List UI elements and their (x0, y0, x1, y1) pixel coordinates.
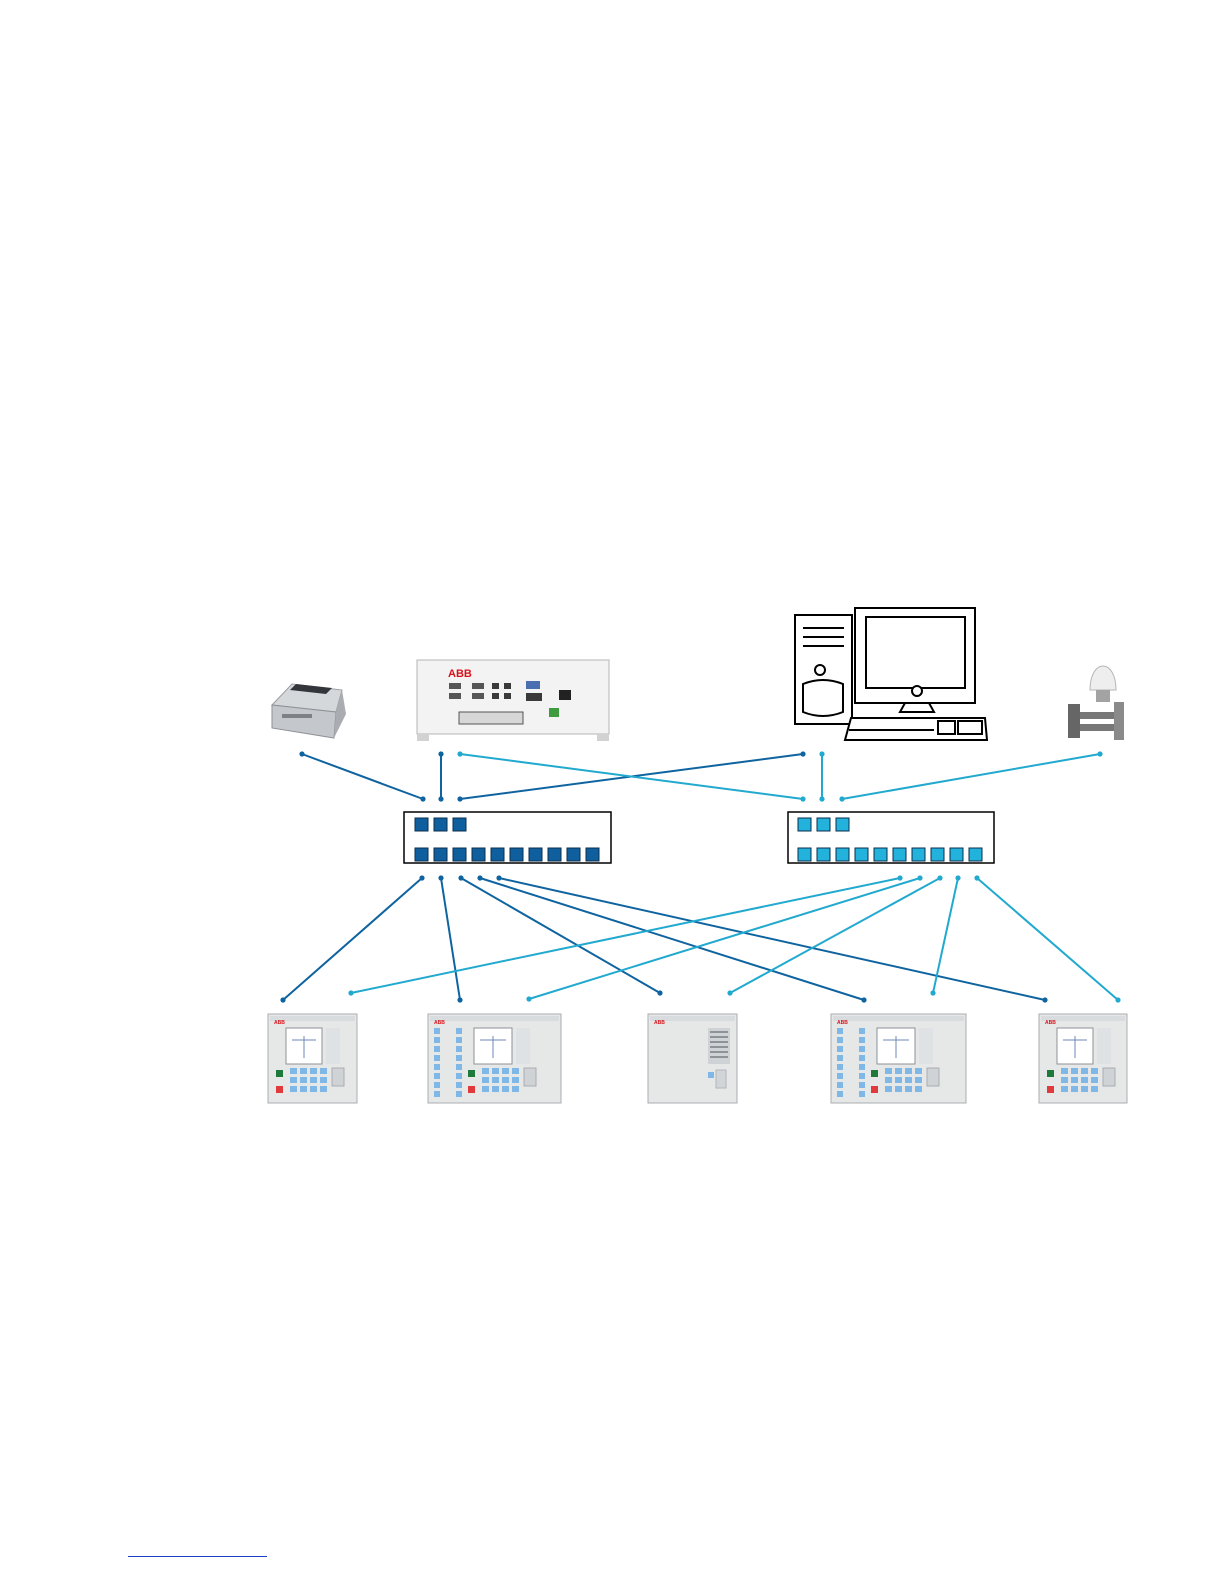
link-endpoint (1115, 997, 1120, 1002)
ied-row: ABB ABB ABB ABB ABB (268, 1014, 1127, 1103)
link-endpoint (1097, 751, 1102, 756)
downlink-port (950, 848, 963, 861)
downlink-port (855, 848, 868, 861)
network-link (977, 878, 1118, 1000)
link-endpoint (800, 751, 805, 756)
network-link (499, 878, 1045, 1000)
uplink-port (453, 818, 466, 831)
link-endpoint (438, 875, 443, 880)
link-endpoint (930, 990, 935, 995)
link-endpoint (800, 796, 805, 801)
link-endpoint (937, 875, 942, 880)
link-endpoint (458, 875, 463, 880)
link-endpoint (819, 796, 824, 801)
ied-1: ABB (268, 1014, 357, 1103)
link-endpoint (419, 875, 424, 880)
link-endpoint (727, 990, 732, 995)
network-link (529, 878, 920, 999)
uplink-port (798, 818, 811, 831)
dot-matrix-printer-icon (272, 684, 346, 738)
network-link (351, 878, 900, 993)
downlink-port (586, 848, 599, 861)
ied-3: ABB (648, 1014, 737, 1103)
link-endpoint (420, 796, 425, 801)
uplink-port (415, 818, 428, 831)
uplink-port (434, 818, 447, 831)
downlink-port (874, 848, 887, 861)
industrial-computer-icon: ABB (417, 660, 609, 741)
link-endpoint (917, 875, 922, 880)
downlink-port (434, 848, 447, 861)
network-link (842, 754, 1100, 799)
network-link (480, 878, 864, 1000)
network-link (441, 878, 460, 1000)
link-endpoint (839, 796, 844, 801)
downlink-port (529, 848, 542, 861)
link-endpoint (974, 875, 979, 880)
ied-5: ABB (1039, 1014, 1127, 1103)
switch-a (404, 812, 611, 863)
downlink-port (472, 848, 485, 861)
downlink-port (548, 848, 561, 861)
downlink-port (567, 848, 580, 861)
link-endpoint (897, 875, 902, 880)
link-endpoint (861, 997, 866, 1002)
downlink-port (912, 848, 925, 861)
downlink-port (969, 848, 982, 861)
network-link (302, 754, 423, 799)
connection-links (280, 751, 1120, 1002)
link-endpoint (496, 875, 501, 880)
link-endpoint (457, 997, 462, 1002)
footnote-rule (128, 1556, 267, 1557)
link-endpoint (526, 996, 531, 1001)
switch-b (788, 812, 994, 863)
network-link (730, 878, 940, 993)
abb-logo: ABB (654, 1020, 665, 1026)
link-endpoint (280, 997, 285, 1002)
ied-2: ABB (428, 1014, 561, 1103)
downlink-port (836, 848, 849, 861)
uplink-port (817, 818, 830, 831)
downlink-port (931, 848, 944, 861)
uplink-port (836, 818, 849, 831)
downlink-port (415, 848, 428, 861)
link-endpoint (955, 875, 960, 880)
abb-logo: ABB (274, 1020, 285, 1026)
downlink-port (491, 848, 504, 861)
abb-logo: ABB (837, 1020, 848, 1026)
link-endpoint (438, 796, 443, 801)
link-endpoint (1042, 997, 1047, 1002)
link-endpoint (819, 751, 824, 756)
link-endpoint (348, 990, 353, 995)
desktop-workstation-icon (795, 608, 987, 740)
link-endpoint (299, 751, 304, 756)
network-link (933, 878, 958, 993)
abb-logo: ABB (448, 668, 472, 680)
link-endpoint (438, 751, 443, 756)
downlink-port (893, 848, 906, 861)
gps-antenna-clock-icon (1068, 666, 1124, 740)
link-endpoint (457, 796, 462, 801)
downlink-port (510, 848, 523, 861)
downlink-port (798, 848, 811, 861)
downlink-port (817, 848, 830, 861)
link-endpoint (477, 875, 482, 880)
link-endpoint (457, 751, 462, 756)
abb-logo: ABB (1045, 1020, 1056, 1026)
link-endpoint (657, 990, 662, 995)
ied-4: ABB (831, 1014, 966, 1103)
abb-logo: ABB (434, 1020, 445, 1026)
downlink-port (453, 848, 466, 861)
